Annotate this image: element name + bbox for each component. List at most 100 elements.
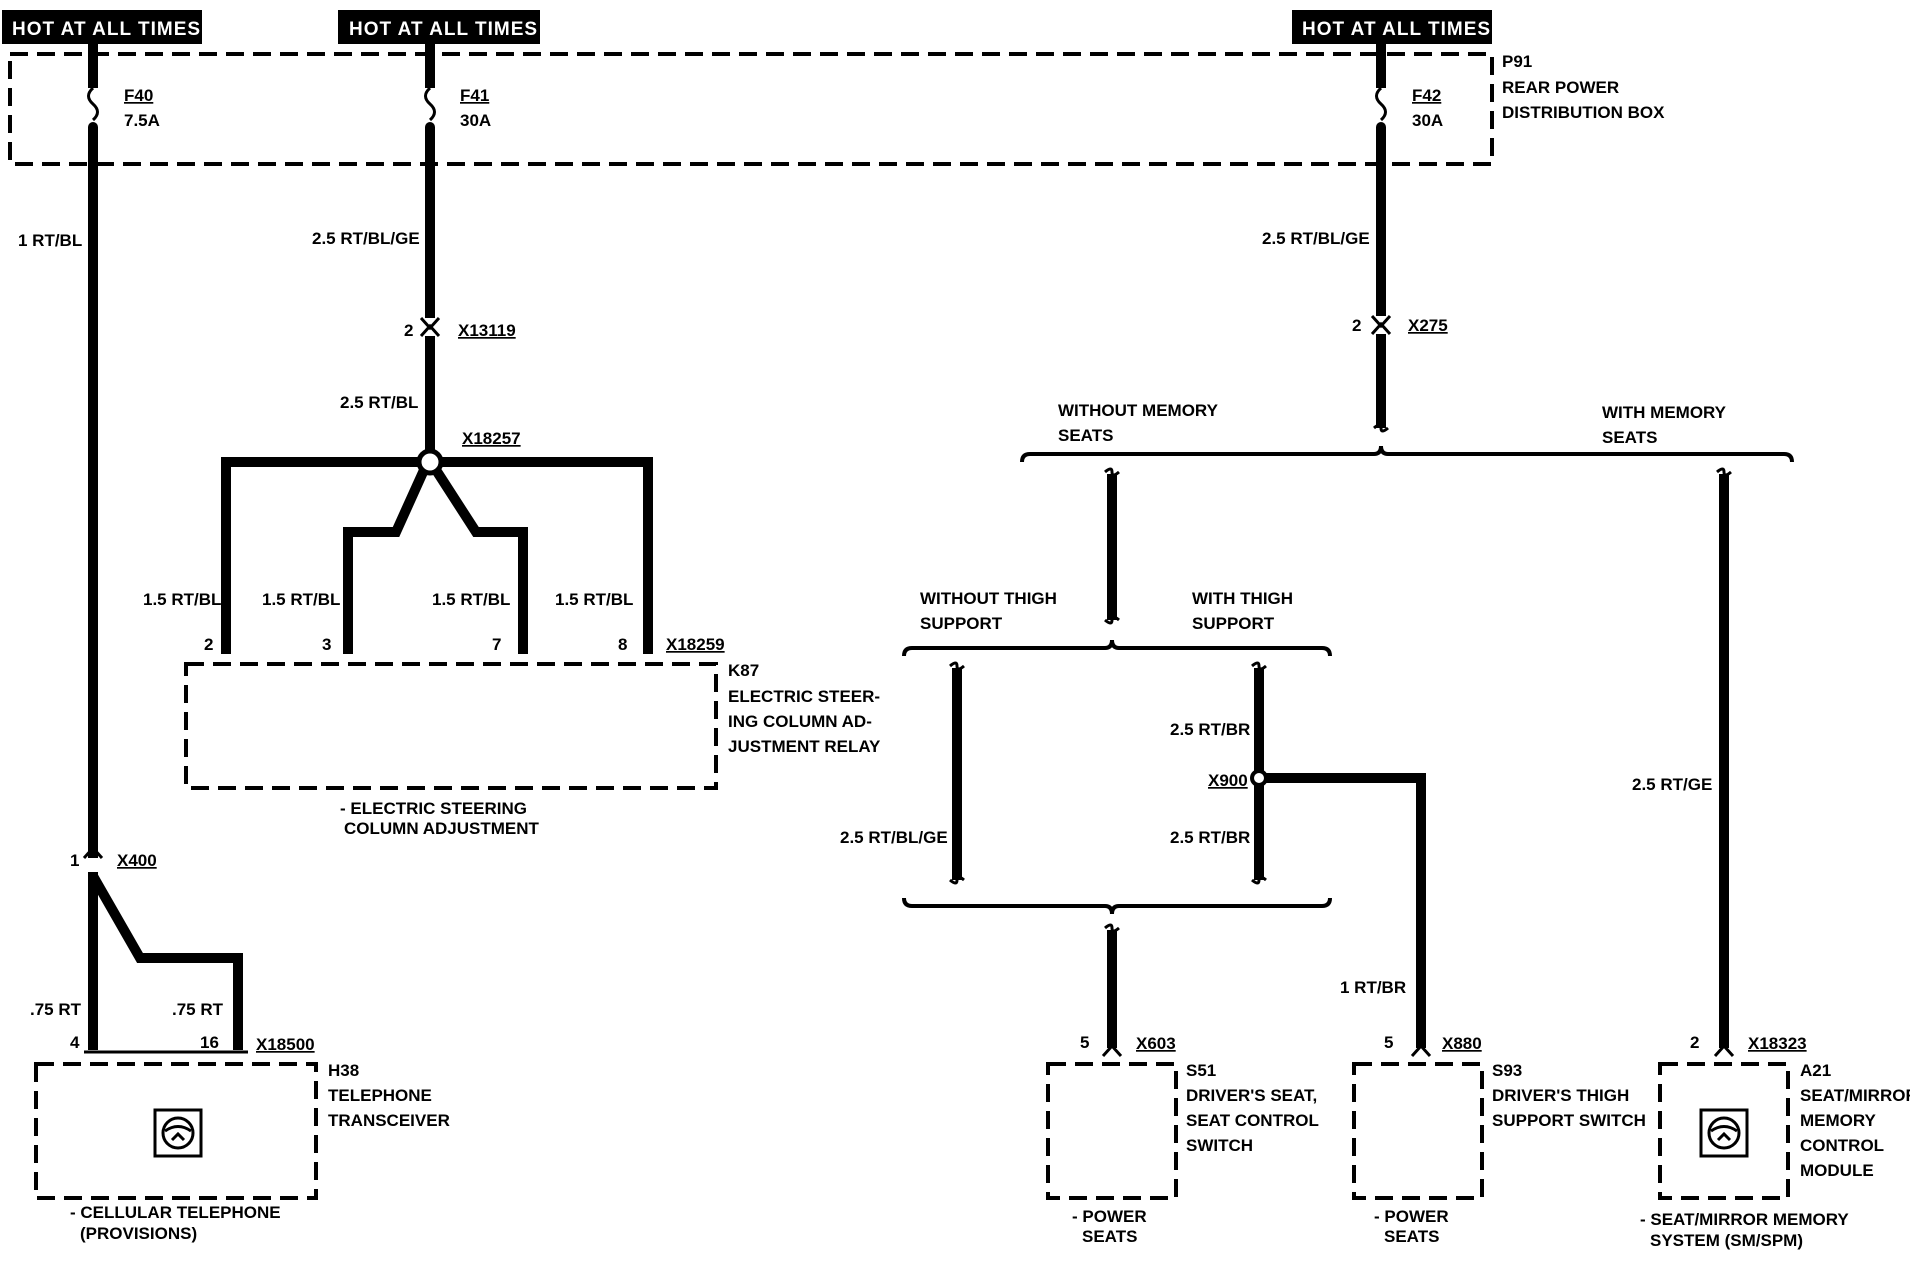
k87-line1: ELECTRIC STEER- [728, 687, 880, 706]
k87-relay-box [184, 662, 718, 790]
x18500-id: X18500 [256, 1035, 315, 1054]
wire-k87-b-label: 1.5 RT/BL [262, 590, 340, 609]
a21-line2: MEMORY [1800, 1111, 1877, 1130]
fuse-f42-rating: 30A [1412, 111, 1443, 130]
x18323-id: X18323 [1748, 1034, 1807, 1053]
hot-tag-2: HOT AT ALL TIMES [338, 10, 540, 44]
x18257-id: X18257 [462, 429, 521, 448]
thigh-top-wire-label: 2.5 RT/BR [1170, 720, 1250, 739]
fuse-box-name-2: DISTRIBUTION BOX [1502, 103, 1665, 122]
fuse-f42: F42 30A [1375, 44, 1443, 150]
s93-system1: - POWER [1374, 1207, 1449, 1226]
h38-system1: - CELLULAR TELEPHONE [70, 1203, 281, 1222]
hot-tag-1-label: HOT AT ALL TIMES [12, 19, 201, 40]
k87-id: K87 [728, 661, 759, 680]
s51-id: S51 [1186, 1061, 1216, 1080]
fuse-box-name-1: REAR POWER [1502, 78, 1619, 97]
without-memory-1: WITHOUT MEMORY [1058, 401, 1219, 420]
s51-line2: SEAT CONTROL [1186, 1111, 1319, 1130]
s51-line3: SWITCH [1186, 1136, 1253, 1155]
a21-module-box [1658, 1062, 1790, 1200]
without-memory-2: SEATS [1058, 426, 1113, 445]
fuse-box-id: P91 [1502, 52, 1532, 71]
s93-line2: SUPPORT SWITCH [1492, 1111, 1646, 1130]
x400-pin: 1 [70, 851, 79, 870]
fuse-f40-id: F40 [124, 86, 153, 105]
x18259-pin-7: 7 [492, 635, 501, 654]
connector-x13119 [419, 316, 441, 338]
thigh-option-brace [902, 639, 1332, 657]
wire-k87-c-label: 1.5 RT/BL [432, 590, 510, 609]
wire-k87-a-label: 1.5 RT/BL [143, 590, 221, 609]
fuse-f41-id: F41 [460, 86, 489, 105]
hot-tag-3-label: HOT AT ALL TIMES [1302, 19, 1491, 40]
fuse-f42-id: F42 [1412, 86, 1441, 105]
wire-tel-b-label: .75 RT [172, 1000, 224, 1019]
wire-k87-d-label: 1.5 RT/BL [555, 590, 633, 609]
x400-id: X400 [117, 851, 157, 870]
without-thigh-1: WITHOUT THIGH [920, 589, 1057, 608]
fuse-f41-rating: 30A [460, 111, 491, 130]
fuse-f40: F40 7.5A [87, 44, 160, 150]
k87-system2: COLUMN ADJUSTMENT [344, 819, 539, 838]
memory-option-brace [1020, 445, 1794, 463]
thigh-bot-wire-label: 2.5 RT/BR [1170, 828, 1250, 847]
k87-line3: JUSTMENT RELAY [728, 737, 881, 756]
x275-id: X275 [1408, 316, 1448, 335]
wire-2-label: 2.5 RT/BL/GE [312, 229, 420, 248]
wire-tel-split [88, 872, 243, 1050]
a21-system1: - SEAT/MIRROR MEMORY [1640, 1210, 1849, 1229]
a21-id: A21 [1800, 1061, 1831, 1080]
x18259-pin-2: 2 [204, 635, 213, 654]
x18500-pin-16: 16 [200, 1033, 219, 1052]
hot-tag-1: HOT AT ALL TIMES [2, 10, 202, 44]
h38-system2: (PROVISIONS) [80, 1224, 197, 1243]
x603-pin: 5 [1080, 1033, 1089, 1052]
s93-line1: DRIVER'S THIGH [1492, 1086, 1629, 1105]
s51-switch-box [1046, 1062, 1178, 1200]
with-memory-2: SEATS [1602, 428, 1657, 447]
x275-pin: 2 [1352, 316, 1361, 335]
a21-line1: SEAT/MIRROR [1800, 1086, 1910, 1105]
s51-system1: - POWER [1072, 1207, 1147, 1226]
thigh-sw-wire-label: 1 RT/BR [1340, 978, 1406, 997]
without-thigh-2: SUPPORT [920, 614, 1003, 633]
x18500-pin-4: 4 [70, 1033, 80, 1052]
k87-line2: ING COLUMN AD- [728, 712, 872, 731]
s51-line1: DRIVER'S SEAT, [1186, 1086, 1317, 1105]
connector-x400 [82, 845, 104, 860]
x900-id: X900 [1208, 771, 1248, 790]
x18259-pin-3: 3 [322, 635, 331, 654]
fuse-box-outline [8, 52, 1494, 166]
fuse-f41: F41 30A [424, 44, 491, 150]
x18259-id: X18259 [666, 635, 725, 654]
h38-id: H38 [328, 1061, 359, 1080]
x18323-pin: 2 [1690, 1033, 1699, 1052]
module-icon [153, 1108, 203, 1158]
k87-system1: - ELECTRIC STEERING [340, 799, 527, 818]
with-thigh-1: WITH THIGH [1192, 589, 1293, 608]
a21-line3: CONTROL [1800, 1136, 1884, 1155]
wire-1-label: 1 RT/BL [18, 231, 82, 250]
wire-tel-a-label: .75 RT [30, 1000, 82, 1019]
a21-system2: SYSTEM (SM/SPM) [1650, 1231, 1803, 1250]
connector-x275 [1370, 314, 1392, 336]
s93-switch-box [1352, 1062, 1484, 1200]
module-icon [1699, 1108, 1749, 1158]
wire-4-label: 2.5 RT/BL/GE [1262, 229, 1370, 248]
x18259-pin-8: 8 [618, 635, 627, 654]
fuse-f40-rating: 7.5A [124, 111, 160, 130]
splice-x18257 [416, 448, 444, 476]
x13119-id: X13119 [458, 321, 516, 340]
splice-x900 [1250, 769, 1268, 787]
x880-pin: 5 [1384, 1033, 1393, 1052]
hot-tag-3: HOT AT ALL TIMES [1292, 10, 1492, 44]
with-memory-1: WITH MEMORY [1602, 403, 1727, 422]
h38-line1: TELEPHONE [328, 1086, 432, 1105]
hot-tag-2-label: HOT AT ALL TIMES [349, 19, 538, 40]
wire-3-label: 2.5 RT/BL [340, 393, 418, 412]
memory-wire-label: 2.5 RT/GE [1632, 775, 1712, 794]
wire-thigh-switch [1259, 773, 1426, 1048]
with-thigh-2: SUPPORT [1192, 614, 1275, 633]
